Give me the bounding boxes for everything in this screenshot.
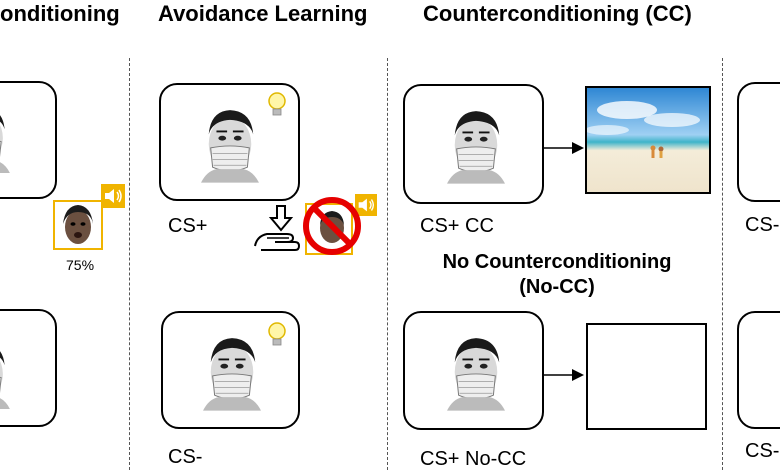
masked-face-image [447,337,505,411]
cs-box-right-bottom [737,311,780,429]
cs-plus-cc-box [403,84,544,204]
cs-plus-nocc-box [403,311,544,430]
masked-face-image [203,337,261,411]
masked-face-image [0,342,11,409]
divider-1 [129,58,130,470]
hand-press-icon [254,205,301,251]
blank-outcome-box [586,323,707,430]
lightbulb-icon [268,322,286,346]
cs-box-right-top [737,82,780,202]
nocc-title-line2: (No-CC) [519,276,595,298]
divider-3 [722,58,723,470]
reinforcement-rate: 75% [66,257,95,273]
masked-face-image [201,109,259,183]
cs-plus-nocc-label: CS+ No-CC [420,448,527,470]
heading-conditioning: onditioning [0,1,120,26]
cs-minus-label: CS- [168,446,203,468]
masked-face-image [447,110,505,184]
cs-box-conditioning-top [0,81,57,199]
arrow-icon [544,142,584,154]
cs-plus-label: CS+ [168,215,208,237]
cs-right-top-label: CS- [745,214,780,236]
speaker-icon [355,194,377,216]
cs-plus-cc-label: CS+ CC [420,215,494,237]
cs-minus-box-avoidance [161,311,300,429]
nocc-title-line1: No Counterconditioning [442,251,672,273]
cs-right-bottom-label: CS- [745,440,780,462]
lightbulb-icon [268,92,286,116]
us-scream-image [53,200,103,250]
nocc-title: No Counterconditioning (No-CC) [397,250,717,300]
arrow-icon [544,369,584,381]
beach-image [585,86,711,194]
heading-counterconditioning: Counterconditioning (CC) [423,1,692,26]
cs-plus-box-avoidance [159,83,300,201]
divider-2 [387,58,388,470]
heading-avoidance-learning: Avoidance Learning [158,1,368,26]
prohibition-icon [303,197,361,255]
cs-box-conditioning-bottom [0,309,57,427]
speaker-icon [101,184,125,208]
masked-face-image [0,106,11,173]
